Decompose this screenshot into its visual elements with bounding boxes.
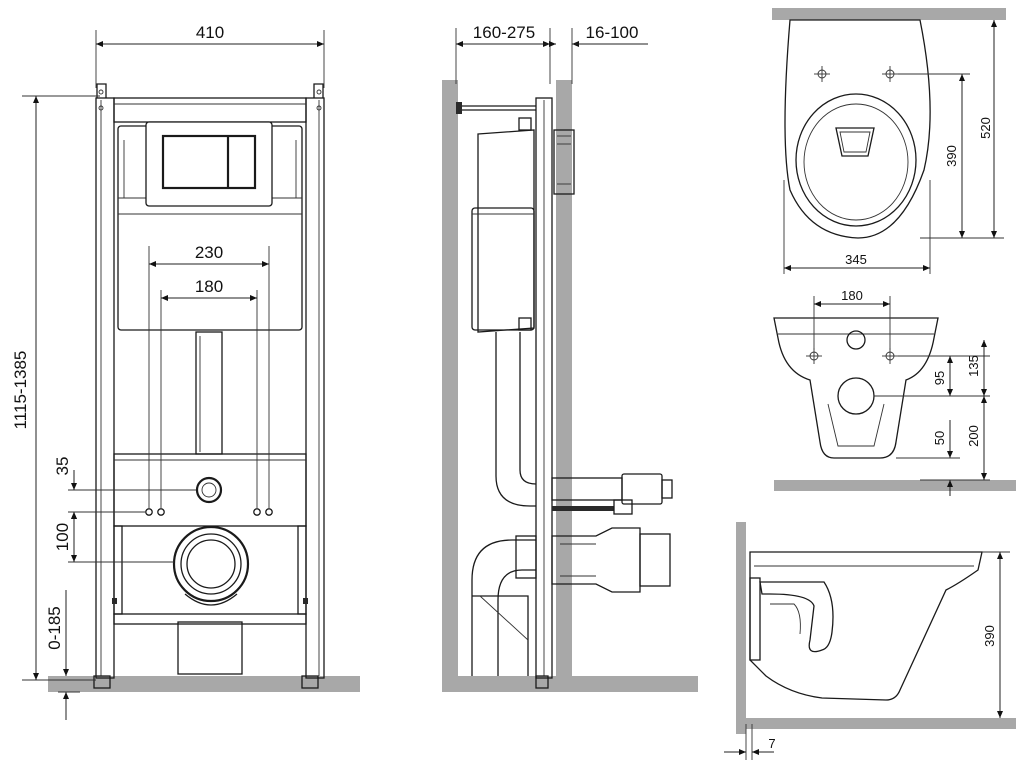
bowl-outline-back (773, 317, 939, 459)
bowl-back-view: 180 135 200 95 50 (773, 288, 1016, 496)
bowl-height-label: 390 (982, 625, 997, 647)
bowl-width-label: 345 (845, 252, 867, 267)
hole-spacing-label: 180 (841, 288, 863, 303)
drain-outlet (172, 525, 250, 603)
bowl-outlet-back (837, 377, 875, 415)
dim-230-label: 230 (195, 243, 223, 262)
bowl-length-label: 520 (978, 117, 993, 139)
height-range-label: 1115-1385 (11, 351, 30, 430)
right-top-bracket (313, 83, 324, 98)
dim-135-label: 135 (966, 355, 981, 377)
back-view-floor (774, 480, 1016, 491)
hole-distance-label: 390 (944, 145, 959, 167)
dim-0-185-label: 0-185 (45, 606, 64, 649)
right-post (305, 97, 325, 679)
front-wall-panel (556, 80, 572, 676)
drain-connector (551, 527, 641, 593)
bowl-top-view: 390 520 345 (772, 8, 1006, 274)
dim-50-label: 50 (932, 431, 947, 445)
side-cistern (477, 129, 535, 333)
left-post (95, 97, 115, 679)
left-top-bracket (96, 83, 107, 98)
dim-95-label: 95 (932, 371, 947, 385)
flush-buttons (161, 134, 257, 190)
wall-thickness-label: 16-100 (586, 23, 639, 42)
drain-bend (177, 621, 243, 675)
dim-200-label: 200 (966, 425, 981, 447)
flush-plate (145, 121, 273, 207)
dim-180-label: 180 (195, 277, 223, 296)
front-floor (48, 676, 360, 692)
side-flush-button (553, 129, 575, 195)
side-bowl-floor (736, 718, 1016, 729)
bowl-side-view: 390 7 (724, 522, 1016, 760)
top-view-wall (772, 8, 1006, 20)
water-inlet (195, 476, 223, 504)
depth-label: 160-275 (473, 23, 535, 42)
side-down-pipe (495, 332, 536, 507)
front-view: 410 1115-1385 230 180 35 100 0-185 (11, 23, 360, 720)
side-view: 160-275 16-100 (442, 23, 698, 692)
width-410-label: 410 (196, 23, 224, 42)
side-floor (442, 676, 698, 692)
frame-post (535, 97, 553, 679)
gap-7-label: 7 (768, 736, 775, 751)
drain-elbow (471, 539, 536, 676)
bowl-outline-side (749, 551, 983, 701)
side-bowl-wall (736, 522, 746, 734)
bowl-drain-top (835, 127, 875, 157)
dim-100-label: 100 (53, 523, 72, 551)
bowl-outline-top (784, 19, 931, 239)
rear-wall (442, 80, 458, 692)
dim-35-label: 35 (53, 457, 72, 476)
